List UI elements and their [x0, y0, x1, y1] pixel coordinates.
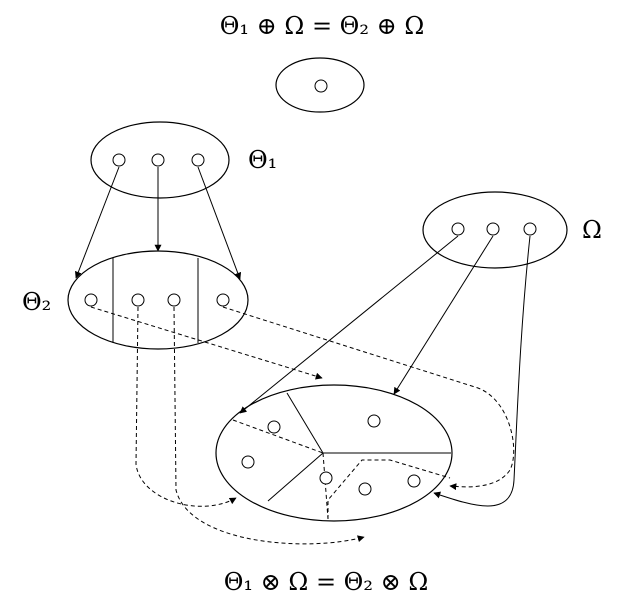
product-element-3 — [241, 455, 255, 469]
theta2-element-3 — [167, 293, 181, 307]
product-element-5 — [358, 482, 372, 496]
product-partition-line-3 — [267, 452, 324, 502]
theta2-frame — [67, 250, 249, 350]
theta2-label: Θ₂ — [22, 288, 51, 316]
theta1-ellipse — [90, 121, 230, 199]
theta2-to-product-arrow-2 — [135, 306, 237, 507]
product-element-4 — [319, 471, 333, 485]
theta1-label: Θ₁ — [248, 146, 277, 174]
omega-element-1 — [451, 222, 465, 236]
product-ellipse — [215, 384, 453, 522]
sum-element — [314, 79, 328, 93]
theta1-element-1 — [112, 153, 126, 167]
theta1-frame — [90, 121, 230, 199]
sum-ellipse — [275, 57, 365, 113]
product-element-2 — [367, 414, 381, 428]
theta1-element-2 — [151, 153, 165, 167]
theta1-to-theta2-arrow-1 — [75, 166, 120, 279]
product-dashed-line-1 — [232, 419, 324, 454]
product-dashed-line-2 — [322, 452, 329, 520]
theta2-to-product-arrow-4 — [222, 306, 515, 491]
theta1-element-3 — [191, 153, 205, 167]
omega-to-product-arrow-1 — [239, 235, 459, 414]
omega-element-2 — [486, 222, 500, 236]
omega-to-product-arrow-3 — [433, 235, 531, 507]
theta2-element-4 — [216, 293, 230, 307]
sum-ellipse-group — [275, 57, 365, 113]
omega-frame — [422, 191, 568, 269]
product-element-1 — [267, 420, 281, 434]
product-frame — [215, 384, 453, 522]
bottom-equation: Θ₁ ⊗ Ω = Θ₂ ⊗ Ω — [224, 568, 429, 596]
omega-label: Ω — [582, 216, 602, 244]
theta2-to-product-arrow-1 — [90, 306, 323, 380]
omega-ellipse — [422, 191, 568, 269]
omega-element-3 — [523, 222, 537, 236]
omega-to-product-arrow-2 — [393, 235, 494, 395]
product-partition-line-1 — [286, 392, 324, 454]
theta2-to-product-arrow-3 — [173, 306, 365, 545]
theta2-element-2 — [131, 293, 145, 307]
product-element-6 — [407, 474, 421, 488]
theta2-element-1 — [84, 293, 98, 307]
theta1-to-theta2-arrow-3 — [197, 166, 242, 280]
top-equation: Θ₁ ⊕ Ω = Θ₂ ⊕ Ω — [220, 12, 425, 40]
product-dashed-line-3 — [327, 459, 451, 519]
